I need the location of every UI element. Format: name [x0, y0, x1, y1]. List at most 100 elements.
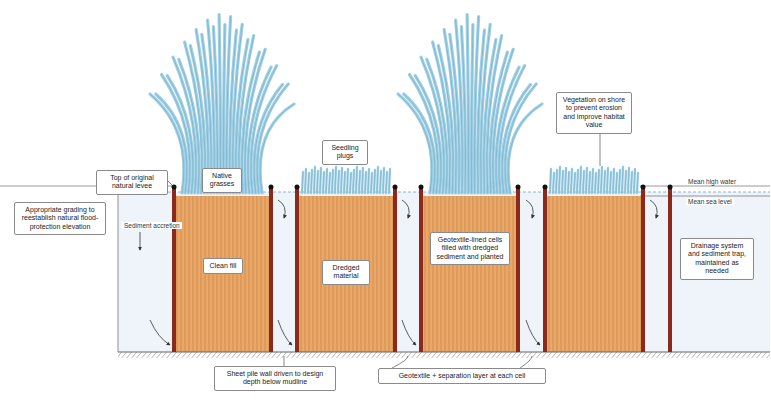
label-box: Geotextile + separation layer at each ce…	[378, 368, 546, 384]
plant-blade	[619, 170, 620, 193]
box-text: Vegetation on shore to prevent erosion a…	[561, 96, 627, 130]
plant-blade	[353, 170, 354, 193]
plant-blade	[622, 167, 623, 193]
plant-blade	[323, 172, 324, 193]
plant-blade	[598, 170, 599, 193]
plant-blade	[353, 170, 354, 193]
label-box: Seedling plugs	[322, 140, 368, 165]
label-box: Top of original natural levee	[96, 170, 168, 195]
plant-blade	[380, 171, 381, 193]
label-box: Geotextile-lined cells filled with dredg…	[430, 232, 510, 265]
plant-blade	[371, 173, 372, 193]
plant-blade	[329, 173, 330, 193]
plant-blade	[305, 169, 306, 193]
plant-blade	[260, 104, 294, 193]
plant-blade	[341, 168, 342, 193]
plant-blade	[577, 170, 578, 193]
plant-blade	[610, 172, 611, 193]
plant-blade	[302, 172, 303, 193]
plant-blade	[562, 171, 563, 193]
plant-blade	[326, 169, 327, 193]
plant-blade	[219, 15, 220, 194]
plant-blade	[583, 171, 584, 193]
plant-blade	[302, 172, 303, 193]
plant-blade	[601, 167, 602, 193]
label-box: Drainage system and sediment trap, maint…	[680, 238, 754, 280]
plant-blade	[374, 170, 375, 193]
box-text: Dredged material	[327, 264, 365, 281]
plant-blade	[350, 173, 351, 193]
plant-blade	[335, 167, 336, 193]
plant-blade	[556, 170, 557, 193]
plant-blade	[634, 169, 635, 193]
plant-blade	[386, 172, 387, 193]
box-text: Sheet pile wall driven to design depth b…	[219, 370, 331, 387]
plant-blade	[359, 171, 360, 193]
plant-blade	[568, 172, 569, 193]
level-label: Mean sea level	[686, 198, 734, 205]
plant-blade	[580, 167, 581, 193]
plant-blade	[311, 170, 312, 193]
plant-blade	[383, 168, 384, 193]
plant-blade	[389, 169, 390, 193]
plant-blade	[556, 170, 557, 193]
plant-blade	[383, 168, 384, 193]
plant-blade	[592, 169, 593, 193]
plant-blade	[619, 170, 620, 193]
plant-blade	[574, 173, 575, 193]
plant-blade	[377, 167, 378, 193]
plant-blade	[368, 169, 369, 193]
plant-blade	[577, 170, 578, 193]
plant-blade	[365, 172, 366, 193]
plant-blade	[574, 173, 575, 193]
plant-blade	[332, 170, 333, 193]
box-text: Top of original natural levee	[101, 174, 163, 191]
plant-blade	[613, 169, 614, 193]
plant-blade	[637, 173, 638, 193]
plant-blade	[607, 168, 608, 193]
plant-blade	[634, 169, 635, 193]
plant-blade	[472, 25, 473, 194]
plant-blade	[604, 171, 605, 193]
plant-blade	[616, 173, 617, 193]
plant-blade	[559, 167, 560, 193]
plant-blade	[467, 15, 468, 194]
plant-blade	[320, 168, 321, 193]
plant-blade	[444, 30, 456, 193]
plant-blade	[568, 172, 569, 193]
plant-blade	[589, 172, 590, 193]
plant-blade	[625, 171, 626, 193]
plant-blade	[589, 172, 590, 193]
plant-blade	[622, 167, 623, 193]
plant-blade	[565, 168, 566, 193]
box-text: Native grasses	[207, 172, 237, 189]
plant-blade	[598, 170, 599, 193]
plant-blade	[550, 169, 551, 193]
plant-blade	[219, 15, 220, 194]
plant-blade	[571, 169, 572, 193]
plant-blade	[625, 171, 626, 193]
box-text: Drainage system and sediment trap, maint…	[685, 242, 749, 276]
plant-blade	[305, 169, 306, 193]
plant-blade	[311, 170, 312, 193]
label-box: Clean fill	[203, 258, 243, 274]
plant-blade	[347, 169, 348, 193]
label-box: Vegetation on shore to prevent erosion a…	[556, 92, 632, 134]
plant-blade	[323, 172, 324, 193]
plant-blade	[604, 171, 605, 193]
label-box: Sheet pile wall driven to design depth b…	[214, 366, 336, 391]
plant-blade	[631, 172, 632, 193]
plant-blade	[571, 169, 572, 193]
plant-blade	[631, 172, 632, 193]
plant-blade	[586, 168, 587, 193]
plant-blade	[461, 27, 465, 193]
plant-blade	[444, 30, 456, 193]
plant-blade	[628, 168, 629, 193]
plant-blade	[317, 171, 318, 193]
plant-blade	[344, 172, 345, 193]
plant-blade	[356, 167, 357, 193]
plant-blade	[467, 15, 468, 194]
plant-blade	[341, 168, 342, 193]
plant-blade	[326, 169, 327, 193]
